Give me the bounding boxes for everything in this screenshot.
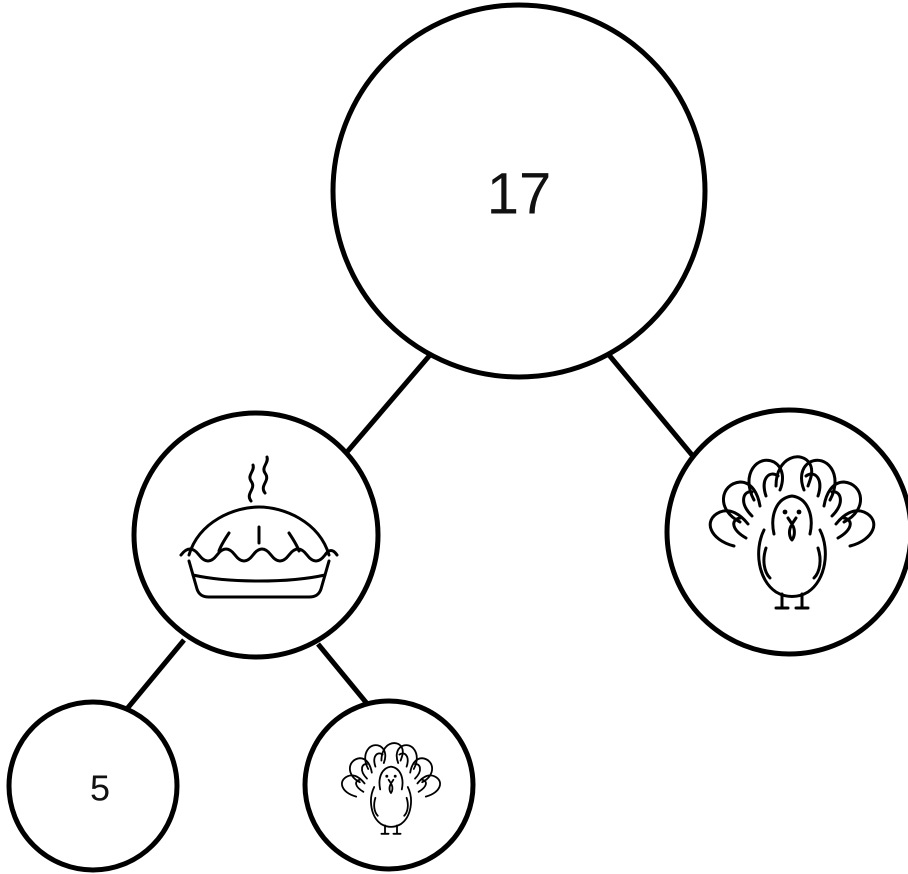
edge-pie-turkey-small: [316, 642, 371, 708]
edge-pie-five: [124, 638, 186, 712]
edge-root-pie: [345, 353, 432, 454]
edge-root-turkey: [607, 353, 694, 457]
node-pie: [131, 410, 381, 660]
node-turkey-large: [664, 407, 908, 657]
node-root-label: 17: [487, 162, 552, 227]
node-root: 17: [330, 2, 708, 380]
node-five: 5: [6, 699, 180, 873]
node-five-label: 5: [90, 768, 110, 809]
node-turkey-small: [302, 698, 476, 872]
